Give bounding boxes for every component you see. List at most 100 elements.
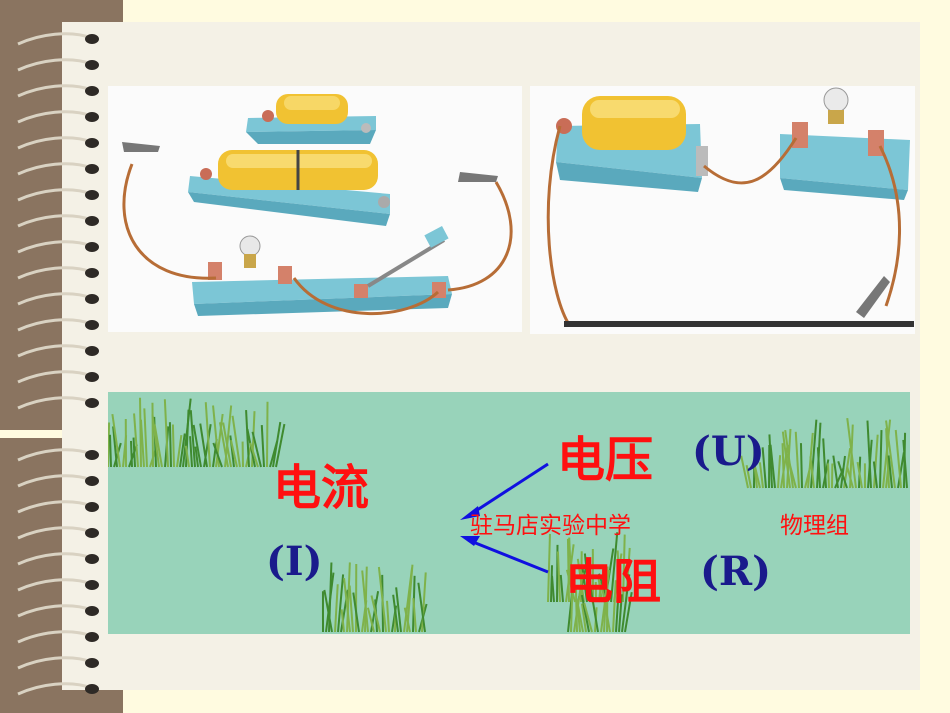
concept-panel [108,392,910,634]
grass-blade [171,424,175,468]
grass-blade [840,455,846,489]
ring-hole [85,372,99,382]
grass-blade [612,580,617,633]
ring-hole [85,658,99,668]
spiral-ring [17,110,93,124]
grass-blade [386,600,390,633]
grass-blade [606,566,609,633]
grass-blade [846,417,857,489]
grass-blade [224,405,233,468]
grass-blade [412,598,417,633]
spiral-ring [17,682,93,696]
grass-blade [547,533,551,603]
grass-blade [108,434,112,468]
ring-hole [85,632,99,642]
grass-blade [334,584,339,633]
grass-blade [576,599,584,633]
resistance-label: 电阻 [565,554,662,610]
spiral-ring [17,84,93,98]
spiral-ring [17,58,93,72]
ring-hole [85,60,99,70]
grass-blade [580,594,590,633]
grass-blade [403,607,411,633]
resistance-symbol: (R) [700,548,772,595]
grass-blade [395,587,402,633]
ring-hole [85,86,99,96]
spiral-ring [17,32,93,46]
grass-blade [132,437,136,468]
grass-blade [192,424,202,468]
grass-blade [245,410,250,468]
grass-blade [340,609,345,633]
grass-blade [139,419,145,468]
spiral-ring [17,188,93,202]
spiral-ring [17,500,93,514]
grass-blade [111,413,121,468]
grass-blade [179,433,186,468]
grass-blade [551,575,555,603]
spiral-ring [17,630,93,644]
spiral-ring [17,656,93,670]
grass-blade [328,562,333,633]
grass-blade [566,538,570,603]
ring-hole [85,242,99,252]
grass-blade [143,408,148,468]
grass-blade [108,422,111,468]
grass-blade [352,592,360,633]
grass-blade [897,452,905,489]
ring-hole [85,450,99,460]
grass-blade [615,572,621,633]
grass-blade [275,423,286,468]
ring-hole [85,502,99,512]
grass-blade [768,434,773,489]
grass-blade [251,411,256,468]
spiral-ring [17,552,93,566]
ring-hole [85,580,99,590]
grass-blade [199,423,208,468]
grass-decoration-icon [108,397,908,633]
grass-blade [249,442,259,468]
grass-blade [168,422,172,468]
grass-blade [189,436,193,468]
grass-blade [184,445,190,468]
grass-blade [377,566,387,633]
ring-hole [85,554,99,564]
spiral-ring [17,162,93,176]
grass-blade [581,566,588,603]
grass-blade [809,456,815,489]
grass-blade [153,424,163,468]
ring-hole [85,476,99,486]
grass-blade [856,461,863,489]
grass-blade [827,463,830,489]
grass-blade [343,578,351,633]
grass-blade [392,594,399,633]
grass-blade [133,413,139,468]
grass-blade [761,447,767,489]
grass-blade [340,589,349,633]
voltage-symbol: (U) [692,428,765,475]
grass-blade [846,466,854,489]
grass-blade [406,564,414,633]
ring-hole [85,216,99,226]
grass-blade [832,455,839,489]
current-label: 电流 [273,460,370,516]
ring-hole [85,346,99,356]
grass-blade [777,455,782,489]
grass-blade [189,410,196,468]
grass-blade [621,574,631,633]
grass-blade [272,421,282,468]
grass-blade [337,574,345,633]
grass-blade [589,586,599,633]
grass-blade [229,439,238,468]
grass-blade [215,413,224,468]
grass-blade [799,443,803,489]
grass-blade [601,587,611,633]
grass-blade [366,607,375,633]
grass-blade [559,574,564,603]
grass-blade [203,424,212,468]
grass-blade [565,569,576,603]
grass-blade [822,438,827,489]
ring-hole [85,684,99,694]
spiral-ring [17,318,93,332]
grass-blade [885,420,896,489]
